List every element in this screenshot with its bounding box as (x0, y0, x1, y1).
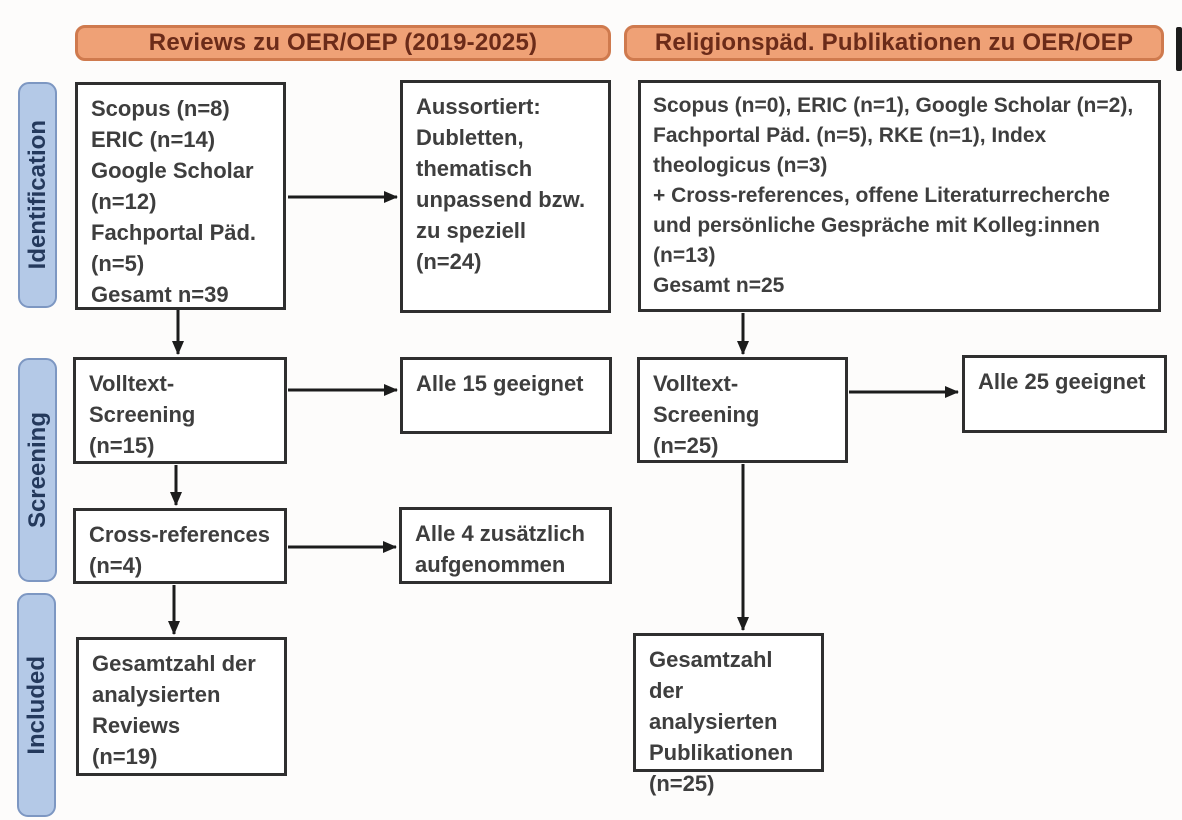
box-fulltext-screening-religionspaed: Volltext- Screening (n=25) (637, 357, 848, 463)
box-result-cross-references: Alle 4 zusätzlich aufgenommen (399, 507, 612, 584)
column-header-reviews: Reviews zu OER/OEP (2019-2025) (75, 25, 611, 61)
stage-label-screening: Screening (18, 358, 57, 582)
box-sources-reviews: Scopus (n=8) ERIC (n=14) Google Scholar … (75, 82, 286, 310)
stage-label-screening-text: Screening (23, 411, 51, 529)
box-excluded-duplicates: Aussortiert: Dubletten, thematisch unpas… (400, 80, 611, 313)
stage-label-included-text: Included (22, 655, 50, 755)
box-sources-religionspaed: Scopus (n=0), ERIC (n=1), Google Scholar… (638, 80, 1161, 312)
scan-artifact (1176, 27, 1182, 71)
box-result-fulltext-reviews: Alle 15 geeignet (400, 357, 612, 434)
box-included-reviews: Gesamtzahl der analysierten Reviews (n=1… (76, 637, 287, 776)
box-cross-references: Cross-references (n=4) (73, 508, 287, 584)
box-included-religionspaed: Gesamtzahl der analysierten Publikatione… (633, 633, 824, 796)
box-result-fulltext-religionspaed: Alle 25 geeignet (962, 355, 1167, 433)
box-fulltext-screening-reviews: Volltext- Screening (n=15) (73, 357, 287, 464)
column-header-religionspaed: Religionspäd. Publikationen zu OER/OEP (624, 25, 1164, 61)
stage-label-included: Included (17, 593, 56, 817)
stage-label-identification: Identification (18, 82, 57, 308)
stage-label-identification-text: Identification (23, 120, 51, 270)
